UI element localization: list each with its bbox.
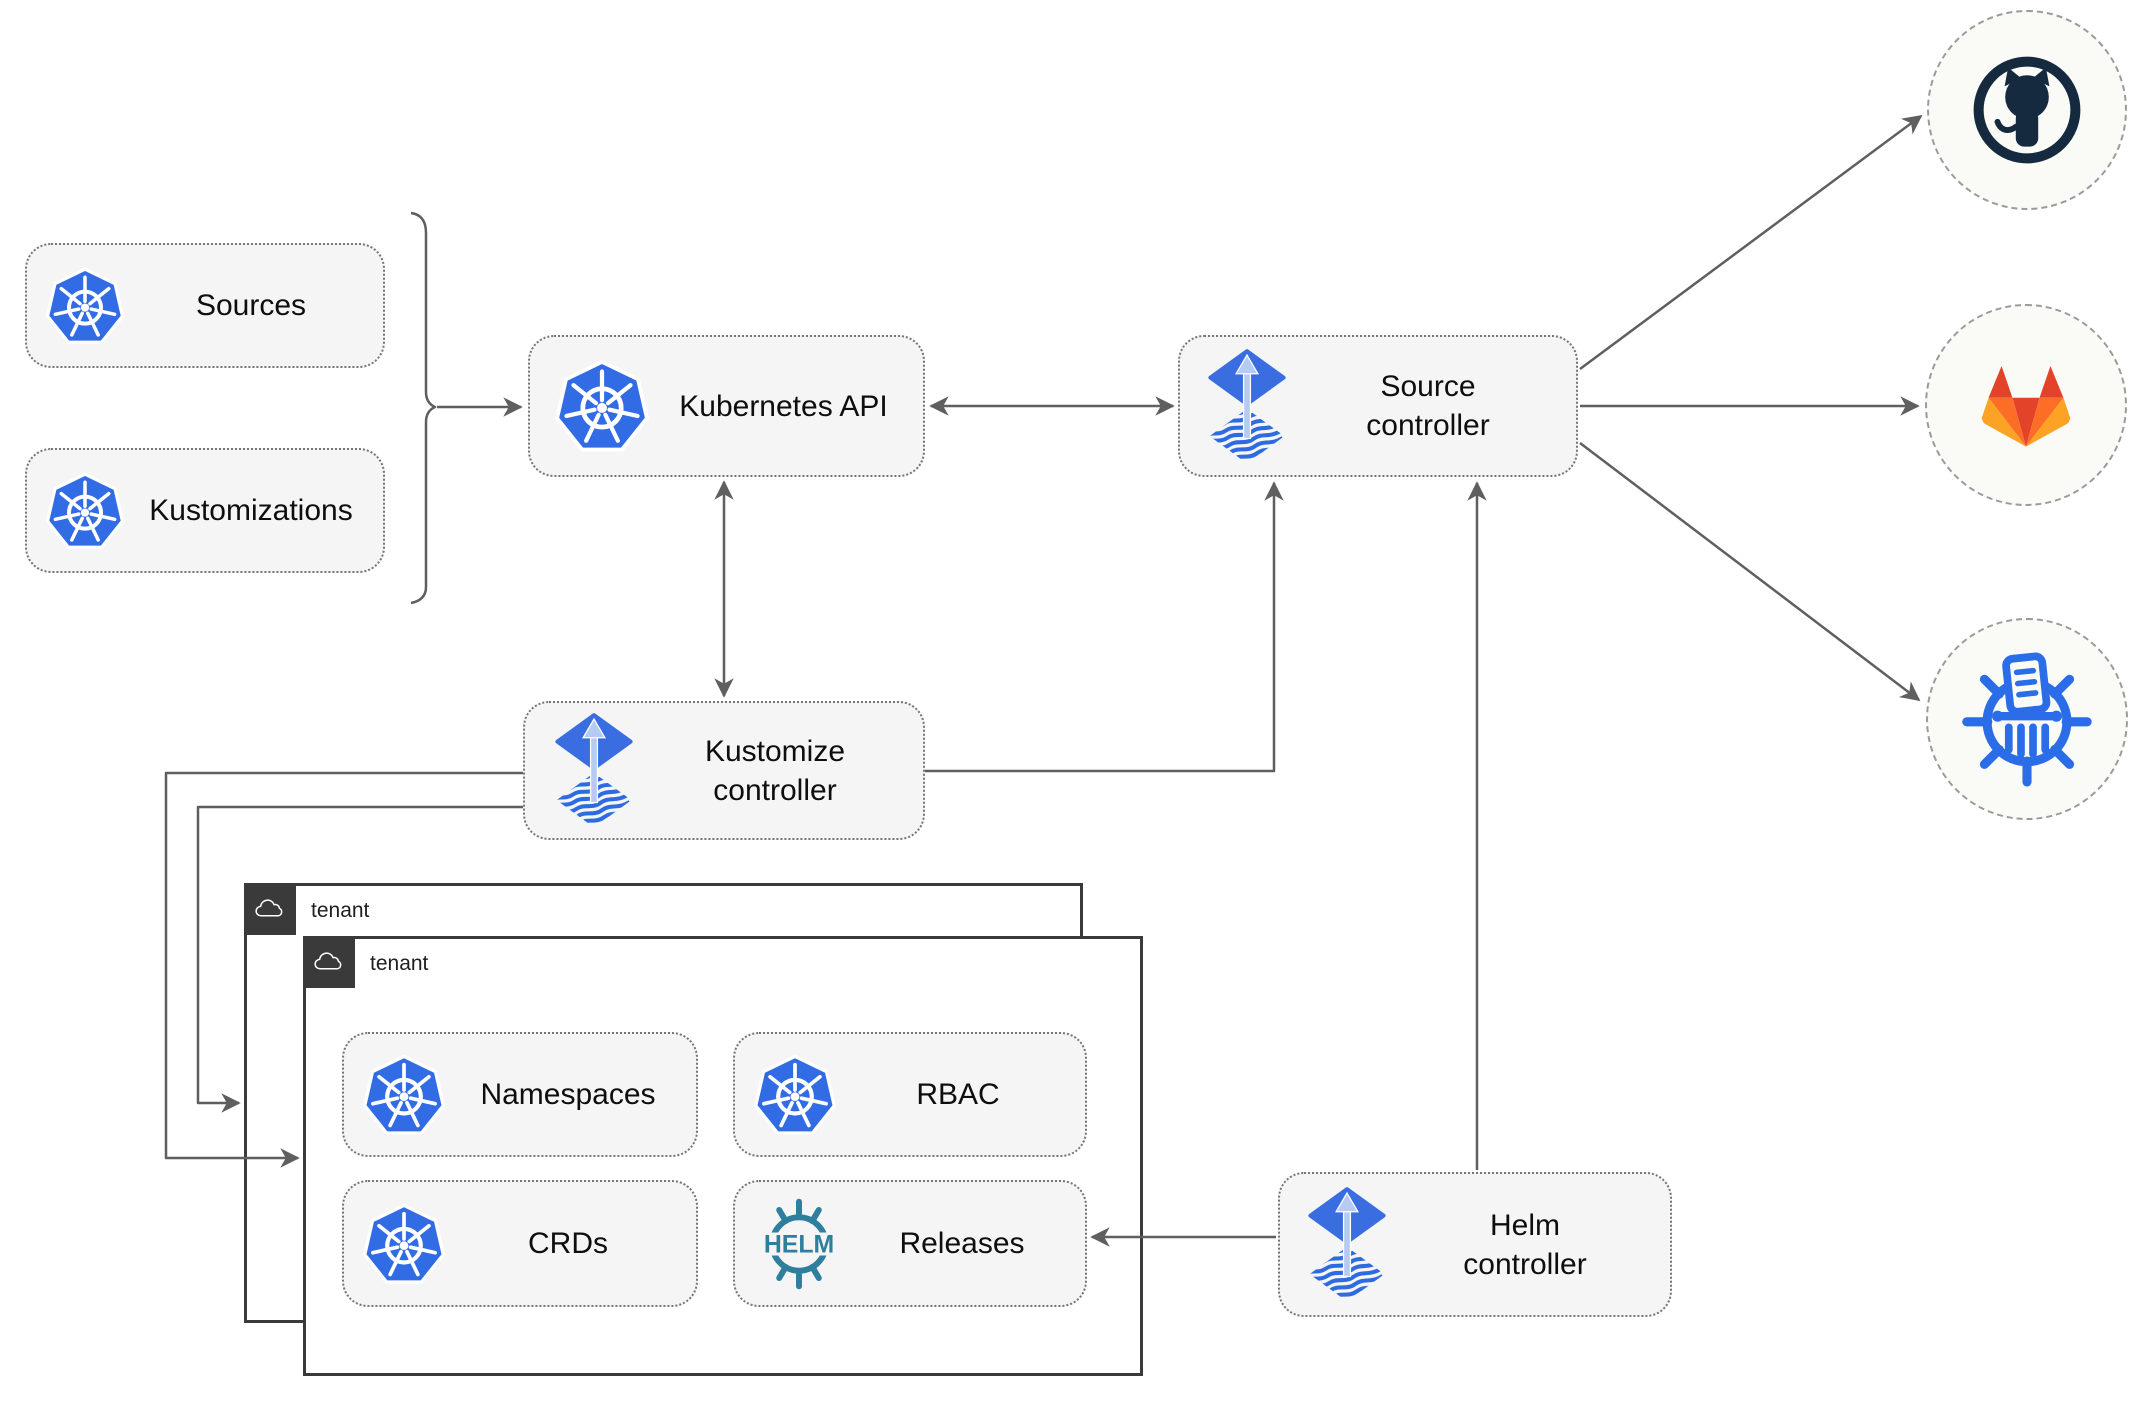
tenant-inner-label: tenant: [370, 952, 429, 975]
node-kubernetes-api-label: Kubernetes API: [679, 389, 888, 423]
kubernetes-icon: [362, 1202, 446, 1286]
github-icon: [1968, 51, 2086, 169]
flux-icon: [1308, 1186, 1386, 1303]
node-releases-label: Releases: [899, 1227, 1025, 1260]
external-chartmuseum: [1926, 618, 2128, 820]
kubernetes-icon: [45, 471, 125, 551]
node-kustomize-controller-label: Kustomize controller: [704, 734, 846, 807]
kubernetes-icon: [362, 1053, 446, 1137]
kubernetes-icon: [45, 266, 125, 346]
node-namespaces-label: Namespaces: [480, 1078, 656, 1111]
node-namespaces: Namespaces: [342, 1032, 698, 1157]
node-sources-label: Sources: [195, 289, 307, 322]
brace-sources-kustomizations: [410, 211, 437, 605]
external-gitlab: [1925, 304, 2127, 506]
node-source-controller-label: Source controller: [1366, 370, 1490, 442]
node-kustomize-controller: Kustomize controller: [523, 701, 925, 840]
node-helm-controller-label: Helm controller: [1463, 1208, 1587, 1281]
helm-logo-text: HELM: [764, 1231, 834, 1258]
tenant-outer-label: tenant: [311, 899, 370, 922]
tenant-inner-tab: [303, 936, 355, 988]
edge-kustomize-controller-to-source-controller: [925, 481, 1284, 773]
edge-source-controller-to-chartmuseum: [1579, 442, 1921, 702]
kubernetes-icon: [554, 358, 650, 454]
node-crds-label: CRDs: [528, 1227, 608, 1260]
cloud-icon: [253, 897, 287, 922]
edge-source-controller-to-github: [1579, 114, 1923, 371]
gitlab-icon: [1972, 353, 2080, 457]
node-kustomizations: Kustomizations: [25, 448, 385, 573]
node-rbac-label: RBAC: [916, 1078, 1000, 1111]
external-github: [1927, 10, 2127, 210]
tenant-outer-tab: [244, 883, 296, 935]
cloud-icon: [312, 950, 346, 975]
node-releases: HELM Releases: [733, 1180, 1087, 1307]
node-source-controller: Source controller: [1178, 335, 1578, 477]
chartmuseum-icon: [1957, 649, 2097, 789]
node-sources: Sources: [25, 243, 385, 368]
helm-icon: HELM: [753, 1198, 845, 1290]
node-kustomizations-label: Kustomizations: [149, 494, 353, 527]
node-kubernetes-api: Kubernetes API: [528, 335, 925, 477]
kubernetes-icon: [753, 1053, 837, 1137]
node-rbac: RBAC: [733, 1032, 1087, 1157]
flux-icon: [1208, 348, 1286, 465]
node-crds: CRDs: [342, 1180, 698, 1307]
flux-icon: [555, 712, 633, 829]
node-helm-controller: Helm controller: [1278, 1172, 1672, 1317]
